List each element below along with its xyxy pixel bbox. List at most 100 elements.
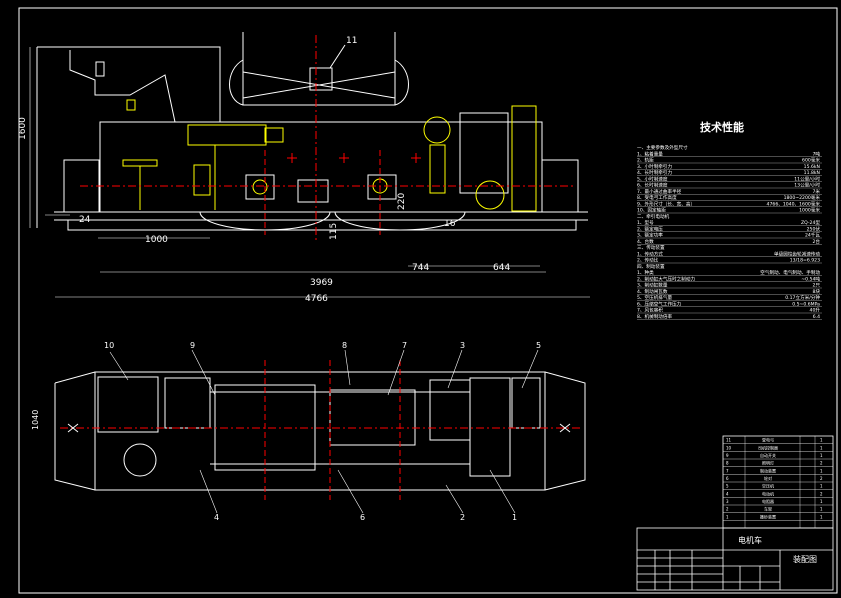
parts-row-no: 4 bbox=[726, 491, 729, 496]
spec-item-value: 空气制动、电气制动、手制动 bbox=[760, 269, 820, 276]
dim-span-a: 744 bbox=[412, 263, 429, 273]
parts-row-no: 10 bbox=[726, 445, 732, 450]
side-dimensions bbox=[29, 47, 590, 298]
parts-row-no: 9 bbox=[726, 453, 729, 458]
dim-gap: 16 bbox=[444, 219, 456, 229]
dim-total-length: 4766 bbox=[305, 294, 328, 304]
spec-item-value: 2台 bbox=[812, 238, 820, 245]
spec-item-value: 8块 bbox=[812, 288, 820, 295]
part-label-4: 4 bbox=[214, 513, 219, 522]
parts-row-qty: 1 bbox=[820, 507, 823, 512]
dim-width: 1040 bbox=[31, 410, 40, 430]
dim-height: 1600 bbox=[18, 117, 28, 140]
spec-item-key: 6、长时制速度 bbox=[637, 182, 668, 189]
part-label-10: 10 bbox=[104, 341, 114, 350]
spec-title: 技术性能 bbox=[700, 120, 744, 134]
parts-row-name: 制动装置 bbox=[760, 467, 776, 473]
title-block-name: 电机车 bbox=[738, 535, 762, 545]
drawing-frame bbox=[18, 7, 838, 594]
spec-item-value: 15.6kN bbox=[804, 164, 820, 170]
parts-row-no: 7 bbox=[726, 468, 729, 473]
spec-item-value: 11公里/小时 bbox=[794, 175, 820, 182]
spec-section-heading: 三、传动装置 bbox=[637, 244, 665, 251]
parts-row-no: 11 bbox=[726, 438, 732, 443]
parts-row-no: 2 bbox=[726, 507, 729, 512]
part-label-3a: 3 bbox=[460, 341, 465, 350]
spec-item-value: 40升 bbox=[810, 307, 821, 314]
parts-row-qty: 1 bbox=[820, 445, 823, 450]
spec-item-value: 4766、1040、1600毫米 bbox=[767, 200, 821, 207]
spec-item-key: 9、外形尺寸（长、宽、高） bbox=[637, 200, 695, 207]
spec-item-key: 8、机械制动倍率 bbox=[637, 313, 672, 320]
parts-row-qty: 1 bbox=[820, 438, 823, 443]
spec-item-key: 2、额定电压 bbox=[637, 225, 663, 232]
parts-row-qty: 2 bbox=[820, 491, 823, 496]
motor-box-2 bbox=[297, 179, 329, 203]
dim-inner-length: 3969 bbox=[310, 278, 333, 288]
spec-item-key: 5、小时制速度 bbox=[637, 175, 668, 182]
plan-labels: 10 9 8 7 3 5 4 6 2 1 1040 bbox=[31, 341, 541, 522]
spec-item-key: 3、制动缸数量 bbox=[637, 282, 668, 289]
spec-item-key: 4、台数 bbox=[637, 238, 654, 245]
dim-span-b: 644 bbox=[493, 263, 510, 273]
spec-item-value: 13公里/小时 bbox=[794, 182, 820, 189]
part-label-2: 2 bbox=[460, 513, 465, 522]
spec-item-key: 1、粘着重量 bbox=[637, 150, 663, 157]
side-dimension-text: 1600 24 1000 3969 4766 744 644 115 220 1… bbox=[18, 36, 510, 304]
parts-row-qty: 1 bbox=[820, 468, 823, 473]
parts-row-name: 车架 bbox=[764, 506, 772, 512]
parts-row-qty: 2 bbox=[820, 461, 823, 466]
part-label-9a: 9 bbox=[190, 341, 195, 350]
spec-item-value: 0.5~0.6MPa bbox=[792, 301, 820, 307]
parts-row-qty: 1 bbox=[820, 499, 823, 504]
motor-box-1 bbox=[245, 174, 275, 200]
spec-item-value: 0.17立方米/分钟 bbox=[785, 294, 820, 301]
spec-item-value: ZQ-24型 bbox=[801, 219, 820, 226]
parts-row-qty: 1 bbox=[820, 484, 823, 489]
part-label-5: 5 bbox=[536, 341, 541, 350]
spec-item-value: 1000毫米 bbox=[799, 207, 820, 214]
spec-section-heading: 四、制动装置 bbox=[637, 263, 665, 270]
spec-item-key: 7、风包容积 bbox=[637, 307, 663, 314]
spec-item-value: 单级圆柱齿轮减速传动 bbox=[774, 250, 820, 257]
pantograph bbox=[229, 32, 409, 106]
spec-item-value: 7吨 bbox=[812, 150, 820, 157]
parts-row-name: 司机控制器 bbox=[758, 444, 778, 450]
spec-item-value: 13/18=6.923 bbox=[790, 258, 820, 264]
spec-item-key: 4、制动闸瓦数 bbox=[637, 288, 668, 295]
spec-item-value: 24千瓦 bbox=[805, 232, 820, 239]
parts-row-no: 1 bbox=[726, 514, 729, 519]
parts-row-no: 6 bbox=[726, 476, 729, 481]
spec-item-value: 6.4 bbox=[813, 314, 820, 320]
parts-row-no: 3 bbox=[726, 499, 729, 504]
spec-item-key: 1、种类 bbox=[637, 269, 654, 276]
spec-item-key: 1、传动方式 bbox=[637, 250, 663, 257]
spec-item-key: 5、空压机排气量 bbox=[637, 294, 672, 301]
parts-row-name: 照明灯 bbox=[762, 460, 774, 466]
spec-item-value: ~0.54吨 bbox=[801, 275, 820, 282]
dim-clearance: 115 bbox=[329, 223, 339, 240]
spec-item-key: 7、最小通过曲率半径 bbox=[637, 188, 682, 195]
spec-item-value: 600毫米 bbox=[802, 157, 820, 164]
resistor-assembly bbox=[122, 99, 284, 210]
dim-offset: 24 bbox=[79, 215, 91, 225]
dim-axle-height: 220 bbox=[397, 193, 407, 210]
compressor-assembly bbox=[423, 105, 537, 212]
title-block bbox=[636, 527, 834, 591]
spec-item-key: 3、小时制牵引力 bbox=[637, 163, 672, 170]
part-label-8: 8 bbox=[342, 341, 347, 350]
spec-section-heading: 一、主要参数及外型尺寸 bbox=[637, 144, 688, 151]
parts-row-name: 自动开关 bbox=[760, 452, 776, 458]
spec-item-key: 2、制动缸大气压时之制动力 bbox=[637, 275, 695, 282]
parts-row-qty: 2 bbox=[820, 476, 823, 481]
spec-item-value: 2只 bbox=[812, 283, 820, 289]
spec-item-key: 10、固定轴距 bbox=[637, 207, 666, 214]
parts-row-name: 空压机 bbox=[762, 483, 774, 489]
parts-row-name: 轮对 bbox=[764, 475, 772, 481]
dim-wheelbase: 1000 bbox=[145, 235, 168, 245]
part-label-7: 7 bbox=[402, 341, 407, 350]
